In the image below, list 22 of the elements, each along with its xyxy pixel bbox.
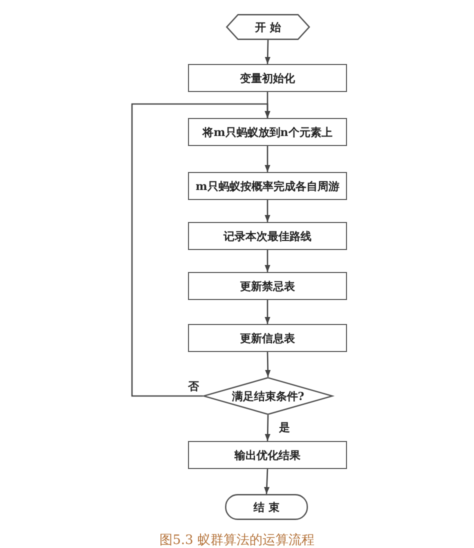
edge-label: 否: [187, 380, 200, 393]
edge-label: 是: [278, 421, 291, 434]
process-box: 记录本次最佳路线: [188, 222, 347, 250]
process-box: m只蚂蚁按概率完成各自周游: [188, 172, 347, 200]
start-terminal: 开 始: [226, 14, 310, 40]
process-box: 输出优化结果: [188, 441, 347, 469]
process-box: 将m只蚂蚁放到n个元素上: [188, 118, 347, 146]
arrow: [131, 103, 270, 397]
arrow: [264, 146, 270, 172]
process-box: 更新禁忌表: [188, 272, 347, 300]
end-terminal: 结 束: [225, 494, 308, 520]
arrow: [264, 414, 270, 442]
decision-diamond: 满足结束条件?: [203, 377, 333, 415]
arrow: [264, 250, 270, 272]
process-box: 更新信息表: [188, 324, 347, 352]
arrow: [264, 200, 270, 222]
arrow: [264, 40, 270, 64]
figure-caption: 图5.3 蚁群算法的运算流程: [160, 532, 314, 548]
process-box: 变量初始化: [188, 64, 347, 92]
arrow: [264, 300, 270, 324]
arrow: [265, 352, 271, 378]
arrow: [264, 468, 270, 494]
